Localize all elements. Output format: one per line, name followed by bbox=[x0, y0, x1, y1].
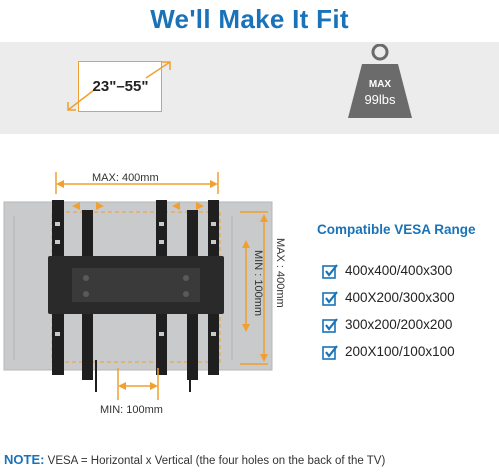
list-item: 300x200/200x200 bbox=[322, 311, 455, 338]
weight-icon bbox=[348, 44, 412, 118]
vesa-item-label: 400X200/300x300 bbox=[345, 290, 455, 305]
list-item: 400X200/300x300 bbox=[322, 284, 455, 311]
weight-max-label: MAX bbox=[368, 79, 392, 90]
note: NOTE: VESA = Horizontal x Vertical (the … bbox=[4, 452, 499, 467]
vesa-item-label: 200X100/100x100 bbox=[345, 344, 455, 359]
checkbox-icon bbox=[322, 290, 338, 306]
weight-value: 99lbs bbox=[364, 92, 396, 107]
checkbox-icon bbox=[322, 317, 338, 333]
checkbox-icon bbox=[322, 344, 338, 360]
min-horizontal-label: MIN: 100mm bbox=[100, 404, 163, 416]
vesa-list: 400x400/400x300 400X200/300x300 300x200/… bbox=[322, 257, 455, 365]
note-text: VESA = Horizontal x Vertical (the four h… bbox=[44, 455, 386, 467]
max-vertical-label: MAX : 400mm bbox=[274, 238, 286, 308]
list-item: 400x400/400x300 bbox=[322, 257, 455, 284]
screen-size-label: 23"–55" bbox=[92, 78, 149, 95]
page-title: We'll Make It Fit bbox=[150, 4, 349, 34]
list-item: 200X100/100x100 bbox=[322, 338, 455, 365]
mount-diagram bbox=[3, 172, 273, 400]
checkbox-icon bbox=[322, 263, 338, 279]
diagonal-arrows-icon bbox=[67, 61, 171, 111]
vesa-item-label: 400x400/400x300 bbox=[345, 263, 453, 278]
vesa-item-label: 300x200/200x200 bbox=[345, 317, 453, 332]
max-horizontal-label: MAX: 400mm bbox=[92, 172, 159, 184]
min-vertical-label: MIN : 100mm bbox=[252, 250, 264, 317]
vesa-title: Compatible VESA Range bbox=[317, 222, 476, 237]
screen-size-box bbox=[78, 61, 162, 112]
note-label: NOTE: bbox=[4, 452, 45, 467]
